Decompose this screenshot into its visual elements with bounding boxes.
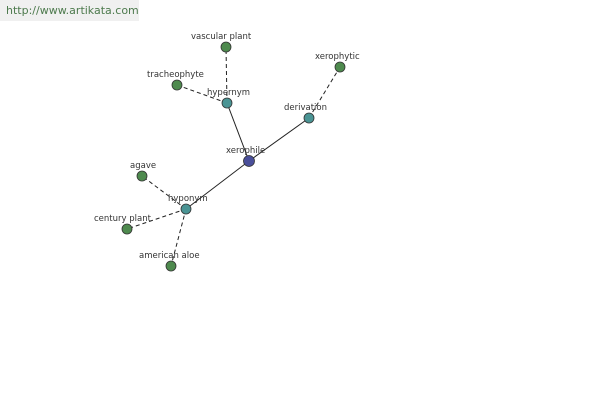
node-label-tracheophyte: tracheophyte: [147, 70, 204, 80]
node-marker-agave[interactable]: [136, 170, 148, 182]
edge-xerophile-to-hyponym: [185, 160, 250, 210]
node-derivation[interactable]: derivation: [284, 103, 327, 124]
node-marker-derivation[interactable]: [303, 112, 315, 124]
edge-hyponym-to-american-aloe: [170, 208, 187, 267]
node-hyponym[interactable]: hyponym: [168, 194, 208, 215]
node-label-agave: agave: [130, 161, 156, 171]
node-marker-hypernym[interactable]: [221, 97, 233, 109]
node-marker-american-aloe[interactable]: [165, 260, 177, 272]
edge-xerophile-to-derivation: [248, 117, 310, 162]
edge-derivation-to-xerophytic: [308, 66, 341, 119]
node-label-vascular-plant: vascular plant: [191, 32, 252, 42]
node-label-hyponym: hyponym: [168, 194, 208, 204]
site-watermark[interactable]: http://www.artikata.com: [0, 0, 139, 21]
node-american-aloe[interactable]: american aloe: [139, 251, 200, 272]
node-marker-hyponym[interactable]: [180, 203, 192, 215]
edge-hypernym-to-vascular-plant: [225, 46, 228, 104]
edge-xerophile-to-hypernym: [226, 102, 250, 162]
node-label-xerophile: xerophile: [226, 146, 265, 156]
node-label-derivation: derivation: [284, 103, 327, 113]
node-xerophile[interactable]: xerophile: [226, 146, 265, 167]
node-xerophytic[interactable]: xerophytic: [315, 52, 360, 73]
node-marker-century-plant[interactable]: [121, 223, 133, 235]
edge-hypernym-to-tracheophyte: [176, 84, 228, 104]
node-marker-xerophile[interactable]: [243, 155, 255, 167]
node-marker-tracheophyte[interactable]: [171, 79, 183, 91]
node-hypernym[interactable]: hypernym: [207, 88, 250, 109]
edge-hyponym-to-century-plant: [126, 208, 187, 230]
node-tracheophyte[interactable]: tracheophyte: [147, 70, 204, 91]
edges-layer: [126, 46, 341, 267]
node-agave[interactable]: agave: [130, 161, 156, 182]
node-century-plant[interactable]: century plant: [94, 214, 152, 235]
node-label-hypernym: hypernym: [207, 88, 250, 98]
node-label-american-aloe: american aloe: [139, 251, 200, 261]
node-marker-xerophytic[interactable]: [334, 61, 346, 73]
node-label-century-plant: century plant: [94, 214, 152, 224]
node-label-xerophytic: xerophytic: [315, 52, 360, 62]
node-marker-vascular-plant[interactable]: [220, 41, 232, 53]
edge-hyponym-to-agave: [141, 175, 187, 210]
nodes-layer: xerophile hypernym derivation hyponym vascul…: [94, 32, 360, 272]
node-vascular-plant[interactable]: vascular plant: [191, 32, 252, 53]
